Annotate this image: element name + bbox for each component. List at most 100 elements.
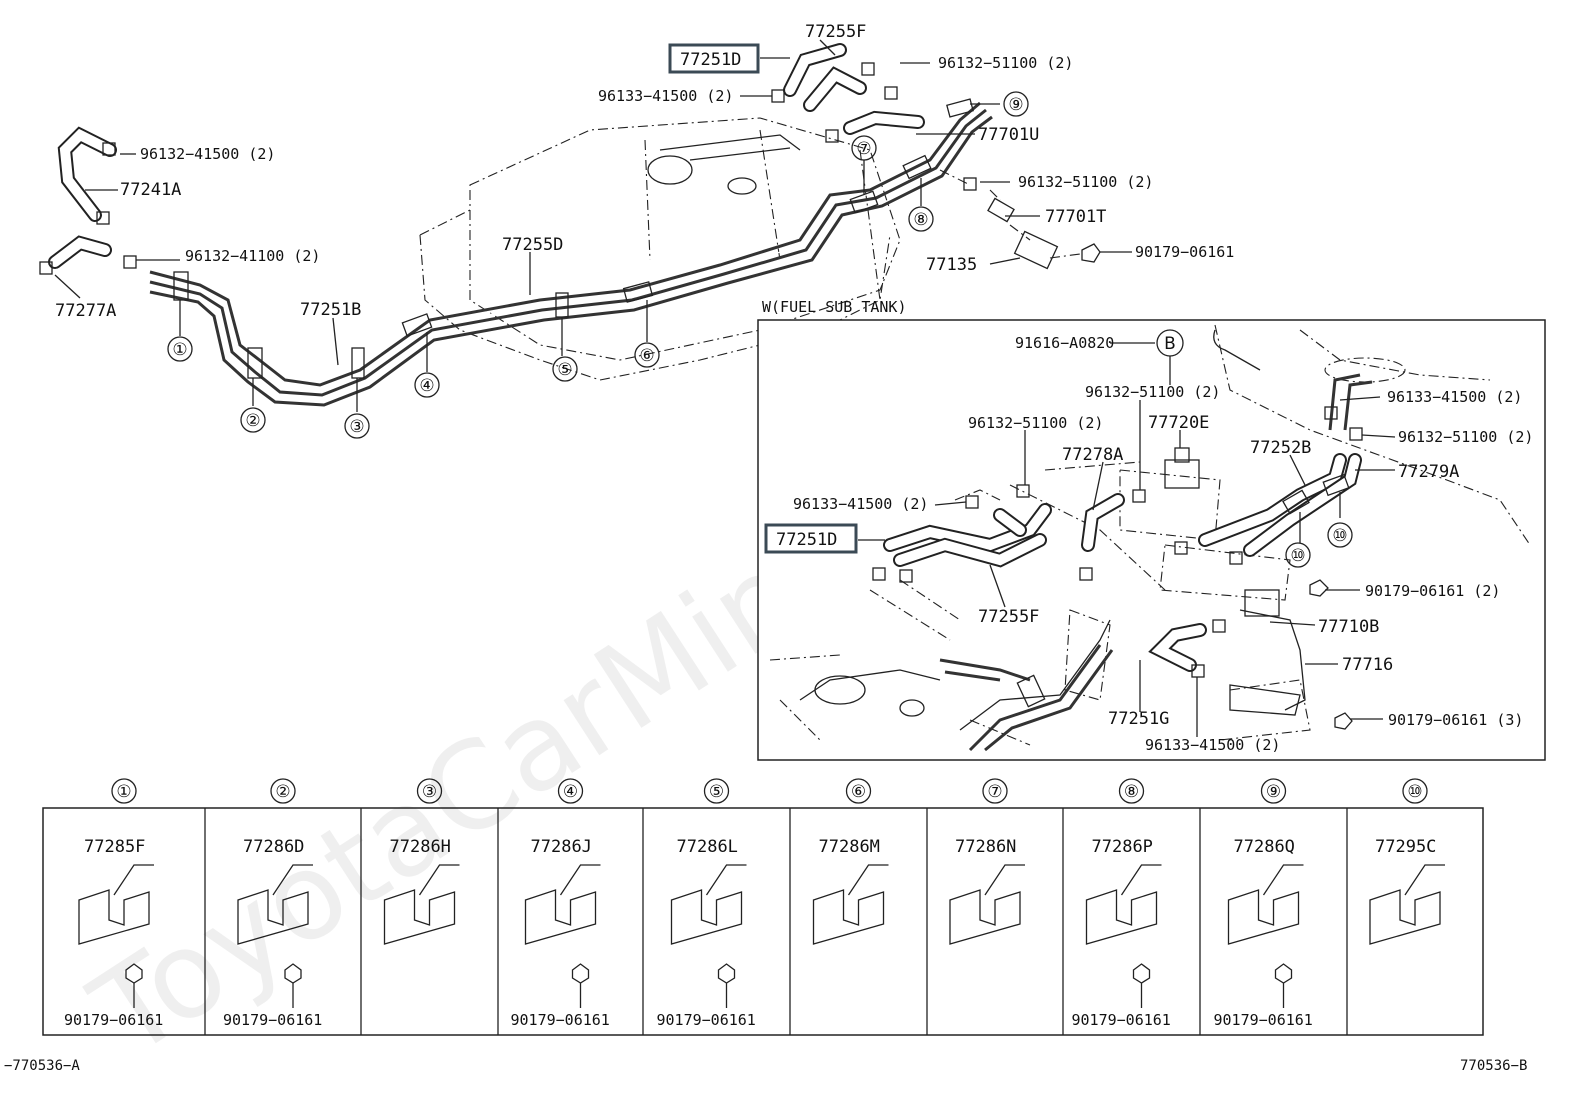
table-bolt-number[interactable]: 90179−06161 [1072, 1011, 1171, 1029]
table-header-circle [845, 778, 872, 804]
table-header-circle [270, 778, 296, 804]
part-label-96132-51100-w2[interactable]: 96132−51100 (2) [968, 414, 1103, 432]
part-label-96132-51100-w3[interactable]: 96132−51100 (2) [1398, 428, 1533, 446]
table-part-number[interactable]: 77286M [819, 837, 880, 857]
part-label-77278a[interactable]: 77278A [1062, 445, 1123, 465]
bolt-icon [717, 963, 736, 984]
part-label-77716[interactable]: 77716 [1342, 655, 1393, 675]
bolt-icon [284, 963, 302, 984]
part-label-77701t[interactable]: 77701T [1045, 207, 1106, 227]
part-label-96132-51100-mid[interactable]: 96132−51100 (2) [1018, 173, 1153, 191]
part-label-77252b[interactable]: 77252B [1250, 438, 1311, 458]
bolt-icon [1132, 963, 1151, 984]
clamp-bracket-drawing [78, 864, 154, 945]
clamp-bracket-drawing [670, 864, 747, 945]
part-label-96133-41500-w3[interactable]: 96133−41500 (2) [1145, 736, 1280, 754]
table-part-number[interactable]: 77295C [1375, 837, 1436, 857]
part-label-77720e[interactable]: 77720E [1148, 413, 1209, 433]
part-label-96133-41500-top[interactable]: 96133−41500 (2) [598, 87, 733, 105]
inset-clamp-marker-10[interactable]: ⑩ [1332, 526, 1347, 546]
part-label-77251g[interactable]: 77251G [1108, 709, 1169, 729]
table-part-number[interactable]: 77286D [243, 837, 304, 857]
table-part-number[interactable]: 77286J [531, 837, 592, 857]
table-cell-3[interactable]: ③ 77286H [383, 778, 460, 945]
part-label-77251b[interactable]: 77251B [300, 300, 361, 320]
footer-right-code: 770536−B [1460, 1058, 1527, 1074]
footer-left-code: −770536−A [4, 1058, 80, 1074]
part-label-77277a[interactable]: 77277A [55, 301, 116, 321]
part-label-90179-06161-w3[interactable]: 90179−06161 (3) [1388, 711, 1523, 729]
part-label-96133-41500-w1[interactable]: 96133−41500 (2) [1387, 388, 1522, 406]
table-part-number[interactable]: 77286Q [1234, 837, 1295, 857]
clamp-table: ①77285F90179−06161②77286D90179−06161③772… [42, 778, 1484, 1036]
table-part-number[interactable]: 77286N [955, 837, 1016, 857]
clamp-marker-7[interactable]: ⑦ [856, 139, 871, 159]
inset-title: W(FUEL SUB TANK) [762, 298, 907, 316]
table-header-marker: ⑦ [987, 782, 1002, 802]
clamp-marker-1[interactable]: ① [172, 340, 187, 360]
table-bolt-number[interactable]: 90179−06161 [1214, 1011, 1313, 1029]
part-label-77241a[interactable]: 77241A [120, 180, 181, 200]
table-header-circle [1260, 778, 1287, 804]
clamp-marker-4[interactable]: ④ [419, 376, 434, 396]
table-header-marker: ③ [422, 782, 437, 802]
highlight-box-inset [764, 523, 858, 554]
part-label-77251d-top[interactable]: 77251D [680, 50, 741, 70]
part-label-77279a[interactable]: 77279A [1398, 462, 1459, 482]
table-header-marker: ⑨ [1266, 782, 1281, 802]
clamp-marker-6[interactable]: ⑥ [639, 346, 654, 366]
table-cell-9[interactable]: ⑨ 77286Q 90179−06161 [1214, 778, 1313, 1029]
part-label-96132-51100-top[interactable]: 96132−51100 (2) [938, 54, 1073, 72]
table-part-number[interactable]: 77286L [677, 837, 738, 857]
table-bolt-number[interactable]: 90179−06161 [223, 1011, 322, 1029]
part-label-96132-51100-w1[interactable]: 96132−51100 (2) [1085, 383, 1220, 401]
part-label-77701u[interactable]: 77701U [978, 125, 1039, 145]
table-bolt-number[interactable]: 90179−06161 [511, 1011, 610, 1029]
table-header-circle [703, 778, 730, 804]
part-label-90179-06161-top[interactable]: 90179−06161 [1135, 243, 1234, 261]
part-label-96133-41500-w2[interactable]: 96133−41500 (2) [793, 495, 928, 513]
clamp-bracket-drawing [949, 864, 1025, 945]
part-label-77255d[interactable]: 77255D [502, 235, 563, 255]
highlight-box-top [668, 43, 760, 74]
table-header-marker: ② [275, 782, 290, 802]
part-label-77255f-top[interactable]: 77255F [805, 22, 866, 42]
table-cell-2[interactable]: ② 77286D 90179−06161 [223, 778, 322, 1029]
table-header-circle [982, 778, 1008, 804]
clamp-marker-8[interactable]: ⑧ [913, 210, 928, 230]
part-label-77710b[interactable]: 77710B [1318, 617, 1379, 637]
fuel-line-bundle [149, 101, 993, 407]
inset-clamp-10b-circle [1285, 542, 1311, 568]
table-part-number[interactable]: 77285F [84, 837, 145, 857]
table-part-number[interactable]: 77286H [390, 837, 451, 857]
part-label-77135[interactable]: 77135 [926, 255, 977, 275]
clamp-marker-5[interactable]: ⑤ [557, 360, 572, 380]
bolt-icon [571, 963, 590, 984]
clamp-marker-9[interactable]: ⑨ [1008, 95, 1023, 115]
table-cell-7[interactable]: ⑦ 77286N [949, 778, 1025, 945]
part-label-96132-41100[interactable]: 96132−41100 (2) [185, 247, 320, 265]
b-marker[interactable]: B [1164, 334, 1176, 354]
part-label-91616-a0820[interactable]: 91616−A0820 [1015, 334, 1114, 352]
part-label-77251d-inset[interactable]: 77251D [776, 530, 837, 550]
table-part-number[interactable]: 77286P [1092, 837, 1153, 857]
table-bolt-number[interactable]: 90179−06161 [657, 1011, 756, 1029]
inset-clamp-marker-10b[interactable]: ⑩ [1290, 546, 1305, 566]
part-label-96132-41500[interactable]: 96132−41500 (2) [140, 145, 275, 163]
clamp-marker-3[interactable]: ③ [349, 417, 364, 437]
table-bolt-number[interactable]: 90179−06161 [64, 1011, 163, 1029]
clamp-marker-2[interactable]: ② [245, 411, 260, 431]
clamp-markers-main: ① ② ③ ④ ⑤ ⑥ ⑦ ⑧ ⑨ [167, 91, 1029, 439]
leaders-main [54, 39, 1132, 412]
table-header-circle [557, 778, 584, 804]
part-label-77255f-inset[interactable]: 77255F [978, 607, 1039, 627]
table-header-circle [416, 778, 443, 804]
part-label-90179-06161-w2[interactable]: 90179−06161 (2) [1365, 582, 1500, 600]
